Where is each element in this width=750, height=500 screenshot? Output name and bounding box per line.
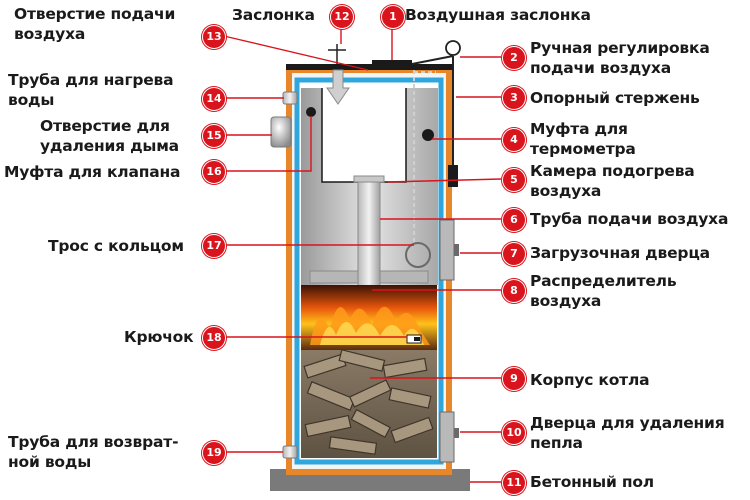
loading-door [439, 219, 455, 281]
smoke-exit [270, 116, 292, 148]
label-air-inlet: Отверстие подачи воздуха [14, 5, 176, 43]
badge-9: 9 [502, 367, 526, 391]
label-15-smoke-exit: Отверстие для удаления дыма [40, 117, 179, 155]
label-16-valve-coupling: Муфта для клапана [4, 163, 181, 181]
label-17-cable: Трос с кольцом [48, 237, 184, 255]
badge-4: 4 [502, 128, 526, 152]
air-supply-pipe [357, 175, 381, 287]
label-3-support-rod: Опорный стержень [530, 89, 700, 107]
air-damper [372, 60, 412, 70]
label-14-water-pipe: Труба для нагрева воды [8, 71, 174, 109]
label-9-boiler-body: Корпус котла [530, 371, 650, 389]
label-6-air-pipe: Труба подачи воздуха [530, 210, 729, 228]
label-18-hook: Крючок [124, 328, 194, 346]
air-inlet-arrow [326, 69, 350, 105]
label-12-damper: Заслонка [232, 6, 315, 24]
label-1-air-damper: Воздушная заслонка [405, 6, 591, 24]
badge-14: 14 [202, 87, 226, 111]
badge-1: 1 [381, 5, 405, 29]
leader-lines [223, 14, 502, 483]
badge-12: 12 [330, 5, 354, 29]
badge-10: 10 [502, 421, 526, 445]
label-2-manual-regulation: Ручная регулировка подачи воздуха [530, 39, 710, 77]
label-7-loading-door: Загрузочная дверца [530, 244, 710, 262]
label-4-thermometer-coupling: Муфта для термометра [530, 120, 636, 158]
water-heating-pipe [282, 91, 298, 105]
thermometer-coupling [422, 129, 434, 141]
badge-6: 6 [502, 208, 526, 232]
badge-2: 2 [502, 46, 526, 70]
badge-5: 5 [502, 168, 526, 192]
valve-coupling [306, 107, 316, 117]
return-water-pipe [282, 445, 298, 459]
badge-8: 8 [502, 279, 526, 303]
badge-18: 18 [202, 326, 226, 350]
badge-19: 19 [202, 441, 226, 465]
badge-16: 16 [202, 160, 226, 184]
label-8-air-distributor: Распределитель воздуха [530, 272, 677, 310]
badge-11: 11 [502, 471, 526, 495]
label-10-ash-door: Дверца для удаления пепла [530, 414, 725, 452]
label-5-preheat-chamber: Камера подогрева воздуха [530, 162, 695, 200]
badge-17: 17 [202, 234, 226, 258]
badge-7: 7 [502, 242, 526, 266]
top-lid [286, 64, 452, 70]
label-11-concrete-floor: Бетонный пол [530, 473, 654, 491]
badge-3: 3 [502, 86, 526, 110]
badge-15: 15 [202, 124, 226, 148]
ash-door [439, 411, 455, 463]
label-19-return-pipe: Труба для возврат- ной воды [8, 433, 179, 471]
regulation-handle [445, 40, 461, 56]
badge-13: 13 [202, 25, 226, 49]
